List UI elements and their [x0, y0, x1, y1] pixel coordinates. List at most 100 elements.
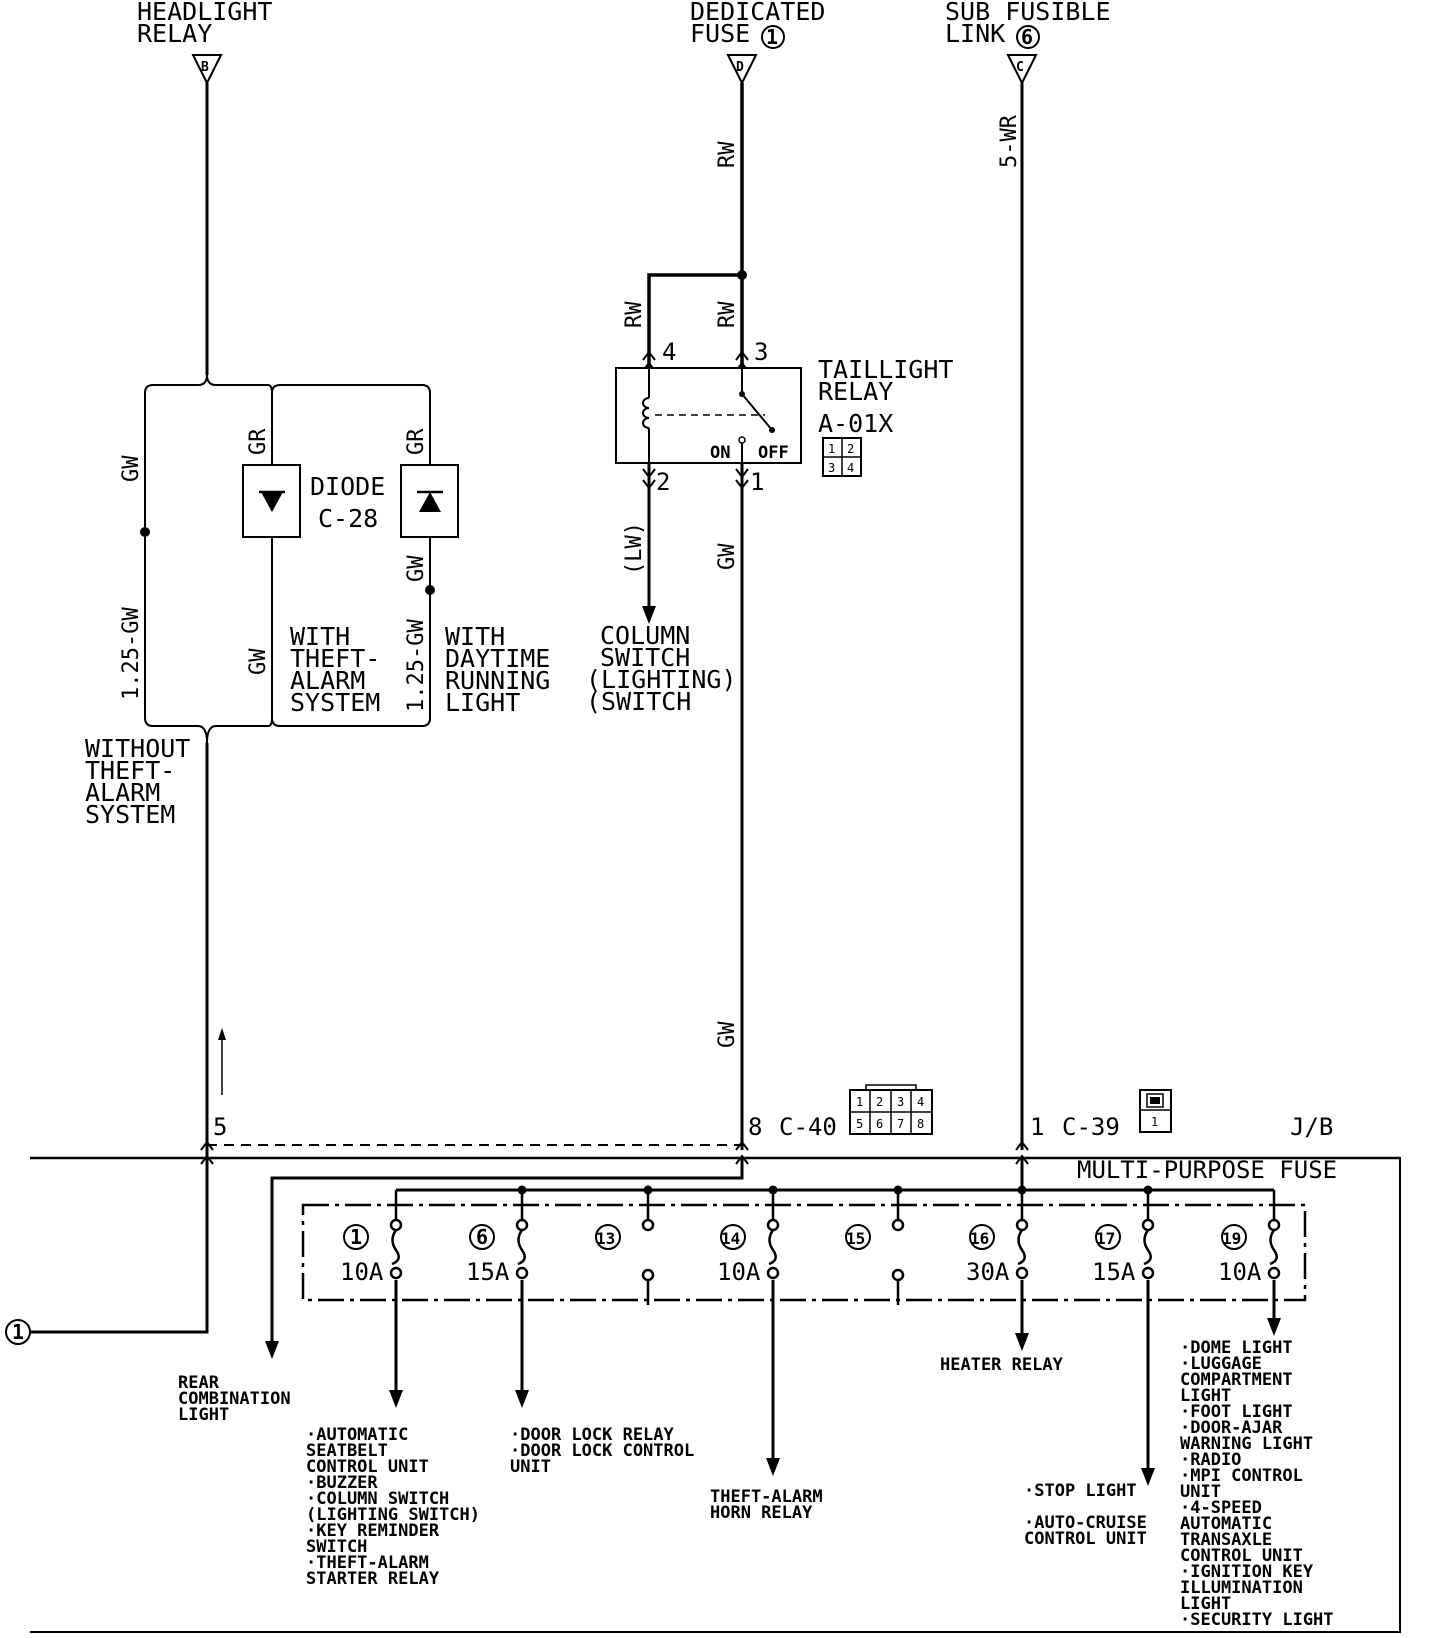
dedicated-fuse-source: DEDICATED FUSE 1 D: [690, 0, 825, 86]
drl-line-4: LIGHT: [445, 688, 520, 717]
fuse-6-amp: 15A: [466, 1258, 510, 1286]
relay-conn-cell-3: 3: [828, 461, 835, 475]
f19-line-3: COMPARTMENT: [1180, 1370, 1293, 1390]
drl-line-2: DAYTIME: [445, 644, 550, 673]
theft-line-1: WITH: [290, 622, 350, 651]
wire-code-gw-mid: GW: [246, 648, 271, 675]
taillight-relay: ON OFF: [615, 367, 802, 464]
relay-pin-2: 2: [656, 468, 670, 496]
f17-line-4: CONTROL UNIT: [1024, 1529, 1147, 1549]
option-drl-label: WITH DAYTIME RUNNING LIGHT: [445, 622, 550, 717]
option-theft-label: WITH THEFT- ALARM SYSTEM: [290, 622, 380, 717]
sub-fusible-link-source: SUB FUSIBLE LINK 6 C: [945, 0, 1111, 86]
f19-line-13: TRANSAXLE: [1180, 1530, 1272, 1550]
diode-name: DIODE: [310, 472, 385, 501]
f1-line-1: ·AUTOMATIC: [306, 1425, 408, 1445]
wire-code-gw-lower: GW: [715, 1021, 740, 1048]
f1-line-3: CONTROL UNIT: [306, 1457, 429, 1477]
output-fuse-6: ·DOOR LOCK RELAY ·DOOR LOCK CONTROL UNIT: [510, 1425, 694, 1477]
fuse-13-number: 13: [596, 1229, 615, 1248]
without-line-3: ALARM: [85, 778, 160, 807]
wire-code-125gw-right: 1.25-GW: [404, 619, 429, 712]
relay-connector-face: 1 2 3 4: [822, 437, 862, 477]
output-fuse-16: HEATER RELAY: [940, 1355, 1064, 1375]
f19-line-17: LIGHT: [1180, 1594, 1231, 1614]
wire-code-gw-relay: GW: [715, 543, 740, 570]
sub-fusible-link-label-1: SUB FUSIBLE: [945, 0, 1111, 26]
f1-line-8: SWITCH: [306, 1537, 367, 1557]
fuse-19-amp: 10A: [1218, 1258, 1262, 1286]
relay-conn-cell-2: 2: [847, 442, 854, 456]
fuse-15-number: 15: [846, 1229, 865, 1248]
wire-codes: RW RW RW 5-WR GW 1.25-GW GR GW GR GW 1.2…: [119, 114, 1022, 1048]
f16-line-1: HEATER RELAY: [940, 1355, 1064, 1375]
output-rear: REAR COMBINATION LIGHT: [178, 1373, 291, 1425]
multi-purpose-fuse-label: MULTI-PURPOSE FUSE: [1077, 1156, 1337, 1184]
f17-line-1: ·STOP LIGHT: [1024, 1481, 1137, 1501]
dedicated-fuse-label-2: FUSE: [690, 19, 750, 48]
fuse-16-amp: 30A: [966, 1258, 1010, 1286]
column-switch-line-2: SWITCH: [600, 643, 690, 672]
drl-line-3: RUNNING: [445, 666, 550, 695]
taillight-relay-code: A-01X: [818, 409, 893, 438]
without-line-1: WITHOUT: [85, 734, 190, 763]
c40-cell-6: 6: [876, 1117, 883, 1131]
continuation-ref-number: 1: [12, 1320, 24, 1344]
without-line-2: THEFT-: [85, 756, 175, 785]
terminal-c: C: [1016, 60, 1024, 75]
f19-line-12: AUTOMATIC: [1180, 1514, 1272, 1534]
headlight-relay-label-1: HEADLIGHT: [137, 0, 272, 26]
continuation-ref: 1: [5, 1319, 31, 1345]
c40-connector-face: 1 2 3 4 5 6 7 8: [849, 1084, 933, 1135]
wire-code-gw-right: GW: [404, 555, 429, 582]
dedicated-fuse-label-1: DEDICATED: [690, 0, 825, 26]
c40-cell-7: 7: [897, 1117, 904, 1131]
c40-cell-8: 8: [917, 1117, 924, 1131]
f19-line-18: ·SECURITY LIGHT: [1180, 1610, 1334, 1630]
c40-cell-2: 2: [876, 1095, 883, 1109]
terminal-b: B: [201, 60, 209, 75]
diode-code: C-28: [318, 504, 378, 533]
headlight-relay-source: HEADLIGHT RELAY B: [137, 0, 272, 86]
theft-line-4: SYSTEM: [290, 688, 380, 717]
f19-line-15: ·IGNITION KEY: [1180, 1562, 1314, 1582]
sub-fusible-link-number: 6: [1021, 25, 1033, 49]
f19-line-7: WARNING LIGHT: [1180, 1434, 1313, 1454]
c40-cell-5: 5: [856, 1117, 863, 1131]
column-switch-line-4: (SWITCH: [586, 687, 691, 716]
drl-line-1: WITH: [445, 622, 505, 651]
relay-on-label: ON: [710, 443, 730, 463]
output-fuse-17: ·STOP LIGHT ·AUTO-CRUISE CONTROL UNIT: [1024, 1481, 1147, 1549]
f6-line-3: UNIT: [510, 1457, 551, 1477]
c40-cell-4: 4: [917, 1095, 924, 1109]
f19-line-16: ILLUMINATION: [1180, 1578, 1303, 1598]
f6-line-1: ·DOOR LOCK RELAY: [510, 1425, 675, 1445]
c39-connector-face: 1: [1139, 1089, 1172, 1133]
relay-conn-cell-1: 1: [828, 442, 835, 456]
wire-code-gr-right: GR: [404, 428, 429, 455]
terminal-d: D: [736, 60, 744, 75]
f19-line-1: ·DOME LIGHT: [1180, 1338, 1293, 1358]
c39-cell-1: 1: [1151, 1115, 1158, 1129]
wire-code-lw: (LW): [622, 522, 647, 575]
dedicated-fuse-number: 1: [766, 25, 778, 49]
c40-pin-5: 5: [213, 1113, 227, 1141]
output-fuse-1: ·AUTOMATIC SEATBELT CONTROL UNIT ·BUZZER…: [306, 1425, 480, 1589]
fuse-14-amp: 10A: [717, 1258, 761, 1286]
wire-code-gw-left: GW: [119, 455, 144, 482]
fuse-17-amp: 15A: [1092, 1258, 1136, 1286]
fuse-1-amp: 10A: [340, 1258, 384, 1286]
f14-line-1: THEFT-ALARM: [710, 1487, 823, 1507]
wires: [30, 83, 1401, 1633]
f1-line-6: (LIGHTING SWITCH): [306, 1505, 480, 1525]
c40-cell-1: 1: [856, 1095, 863, 1109]
f19-line-5: ·FOOT LIGHT: [1180, 1402, 1293, 1422]
f19-line-4: LIGHT: [1180, 1386, 1231, 1406]
c39-pin-1: 1: [1030, 1113, 1044, 1141]
without-line-4: SYSTEM: [85, 800, 175, 829]
rear-line-1: REAR: [178, 1373, 220, 1393]
f19-line-10: UNIT: [1180, 1482, 1221, 1502]
output-fuse-14: THEFT-ALARM HORN RELAY: [710, 1487, 823, 1523]
column-switch-line-1: COLUMN: [600, 621, 690, 650]
